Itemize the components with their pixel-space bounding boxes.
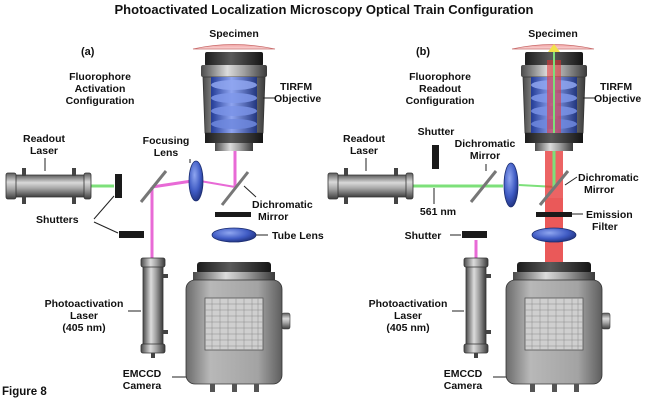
beam-combining-mirror-a [139,170,168,203]
readout-laser-a-label-line-1: Readout [23,133,66,145]
dichromatic-mirror-b-right-leader [564,176,578,186]
photoactivation-laser-b [463,257,491,358]
specimen-a-label: Specimen [209,28,259,40]
diagram-title: Photoactivated Localization Microscopy O… [115,2,534,17]
camera-a-label-line-1: EMCCD [123,368,162,380]
photoactivation-laser-a-label-line-3: (405 nm) [62,322,105,334]
shutter-b-top-label: Shutter [418,126,455,138]
focusing-lens-a-label-line-1: Focusing [143,135,190,147]
specimen-b-label: Specimen [528,28,578,40]
shutters-a-label: Shutters [36,214,79,226]
wavelength-b-label: 561 nm [420,206,456,218]
shutter-b-top [432,145,439,169]
shutters-a-leader-1 [93,195,115,220]
panel-a-config-line-3: Configuration [66,95,135,107]
tube-lens-a [211,227,257,243]
emission-filter-b-label-line-1: Emission [586,209,633,221]
readout-laser-b-label-line-1: Readout [343,133,386,145]
activation-beam-to-lens-a [151,179,193,189]
readout-laser-b-label-line-2: Laser [350,145,378,157]
panel-a-config-line-2: Activation [75,83,126,95]
shutter-a-lower [119,231,144,238]
panel-b: (b) Fluorophore Readout Configuration Sp… [327,28,641,392]
dichromatic-mirror-b-right-label-line-1: Dichromatic [578,172,639,184]
shutter-a-upper [115,174,122,198]
dichromatic-mirror-b-right-label-line-2: Mirror [584,184,614,196]
emccd-camera-a [185,262,291,392]
dichromatic-mirror-b-left [469,170,498,203]
panel-a-config-line-1: Fluorophore [69,71,131,83]
dichromatic-mirror-b-right [538,170,570,206]
shutter-b-bottom-label: Shutter [405,230,442,242]
shutter-b-bottom [462,231,487,238]
emission-filter-b-label-line-2: Filter [592,221,618,233]
focusing-lens-a [188,160,204,202]
specimen-a [192,44,276,50]
tube-lens-b [531,227,577,243]
readout-laser-b [327,168,414,204]
emccd-camera-b [505,262,611,392]
photoactivation-laser-a-label-line-2: Laser [70,310,98,322]
photoactivation-laser-a-label-line-1: Photoactivation [45,298,124,310]
dichromatic-mirror-a [220,171,250,206]
objective-a-label-line-2: Objective [274,93,321,105]
photoactivation-laser-b-label-line-3: (405 nm) [386,322,429,334]
objective-b-label-line-2: Objective [594,93,641,105]
shutters-a-leader-2 [93,221,119,234]
readout-laser-a-label-line-2: Laser [30,145,58,157]
camera-b-label-line-2: Camera [444,380,483,392]
focusing-lens-a-label-line-2: Lens [154,147,179,159]
dichromatic-mirror-a-label-line-1: Dichromatic [252,199,313,211]
panel-b-config-line-2: Readout [419,83,462,95]
camera-a-label-line-2: Camera [123,380,162,392]
filter-slot-a [215,212,251,217]
emission-filter-b [536,212,572,217]
panel-b-label: (b) [416,46,430,58]
readout-laser-a [5,168,92,204]
panel-a: (a) Fluorophore Activation Configuration… [5,28,324,392]
panel-a-label: (a) [81,46,95,58]
dichromatic-mirror-b-left-label-line-2: Mirror [470,150,500,162]
dichromatic-mirror-a-leader [243,185,257,198]
photoactivation-laser-a [140,257,168,358]
activation-beam-focused-a [199,180,236,188]
photoactivation-laser-b-label-line-2: Laser [394,310,422,322]
panel-b-config-line-1: Fluorophore [409,71,471,83]
objective-b-label-line-1: TIRFM [600,81,632,93]
camera-b-label-line-1: EMCCD [444,368,483,380]
tube-lens-a-label: Tube Lens [272,230,324,242]
figure-label: Figure 8 [2,386,47,398]
dichromatic-mirror-a-label-line-2: Mirror [258,211,288,223]
dichromatic-mirror-b-left-label-line-1: Dichromatic [455,138,516,150]
tirfm-objective-a [201,52,267,151]
panel-b-config-line-3: Configuration [406,95,475,107]
focusing-lens-b [503,162,519,208]
photoactivation-laser-b-label-line-1: Photoactivation [369,298,448,310]
objective-a-label-line-1: TIRFM [280,81,312,93]
tirfm-objective-b [521,44,587,151]
panel-a-beams [88,150,237,262]
